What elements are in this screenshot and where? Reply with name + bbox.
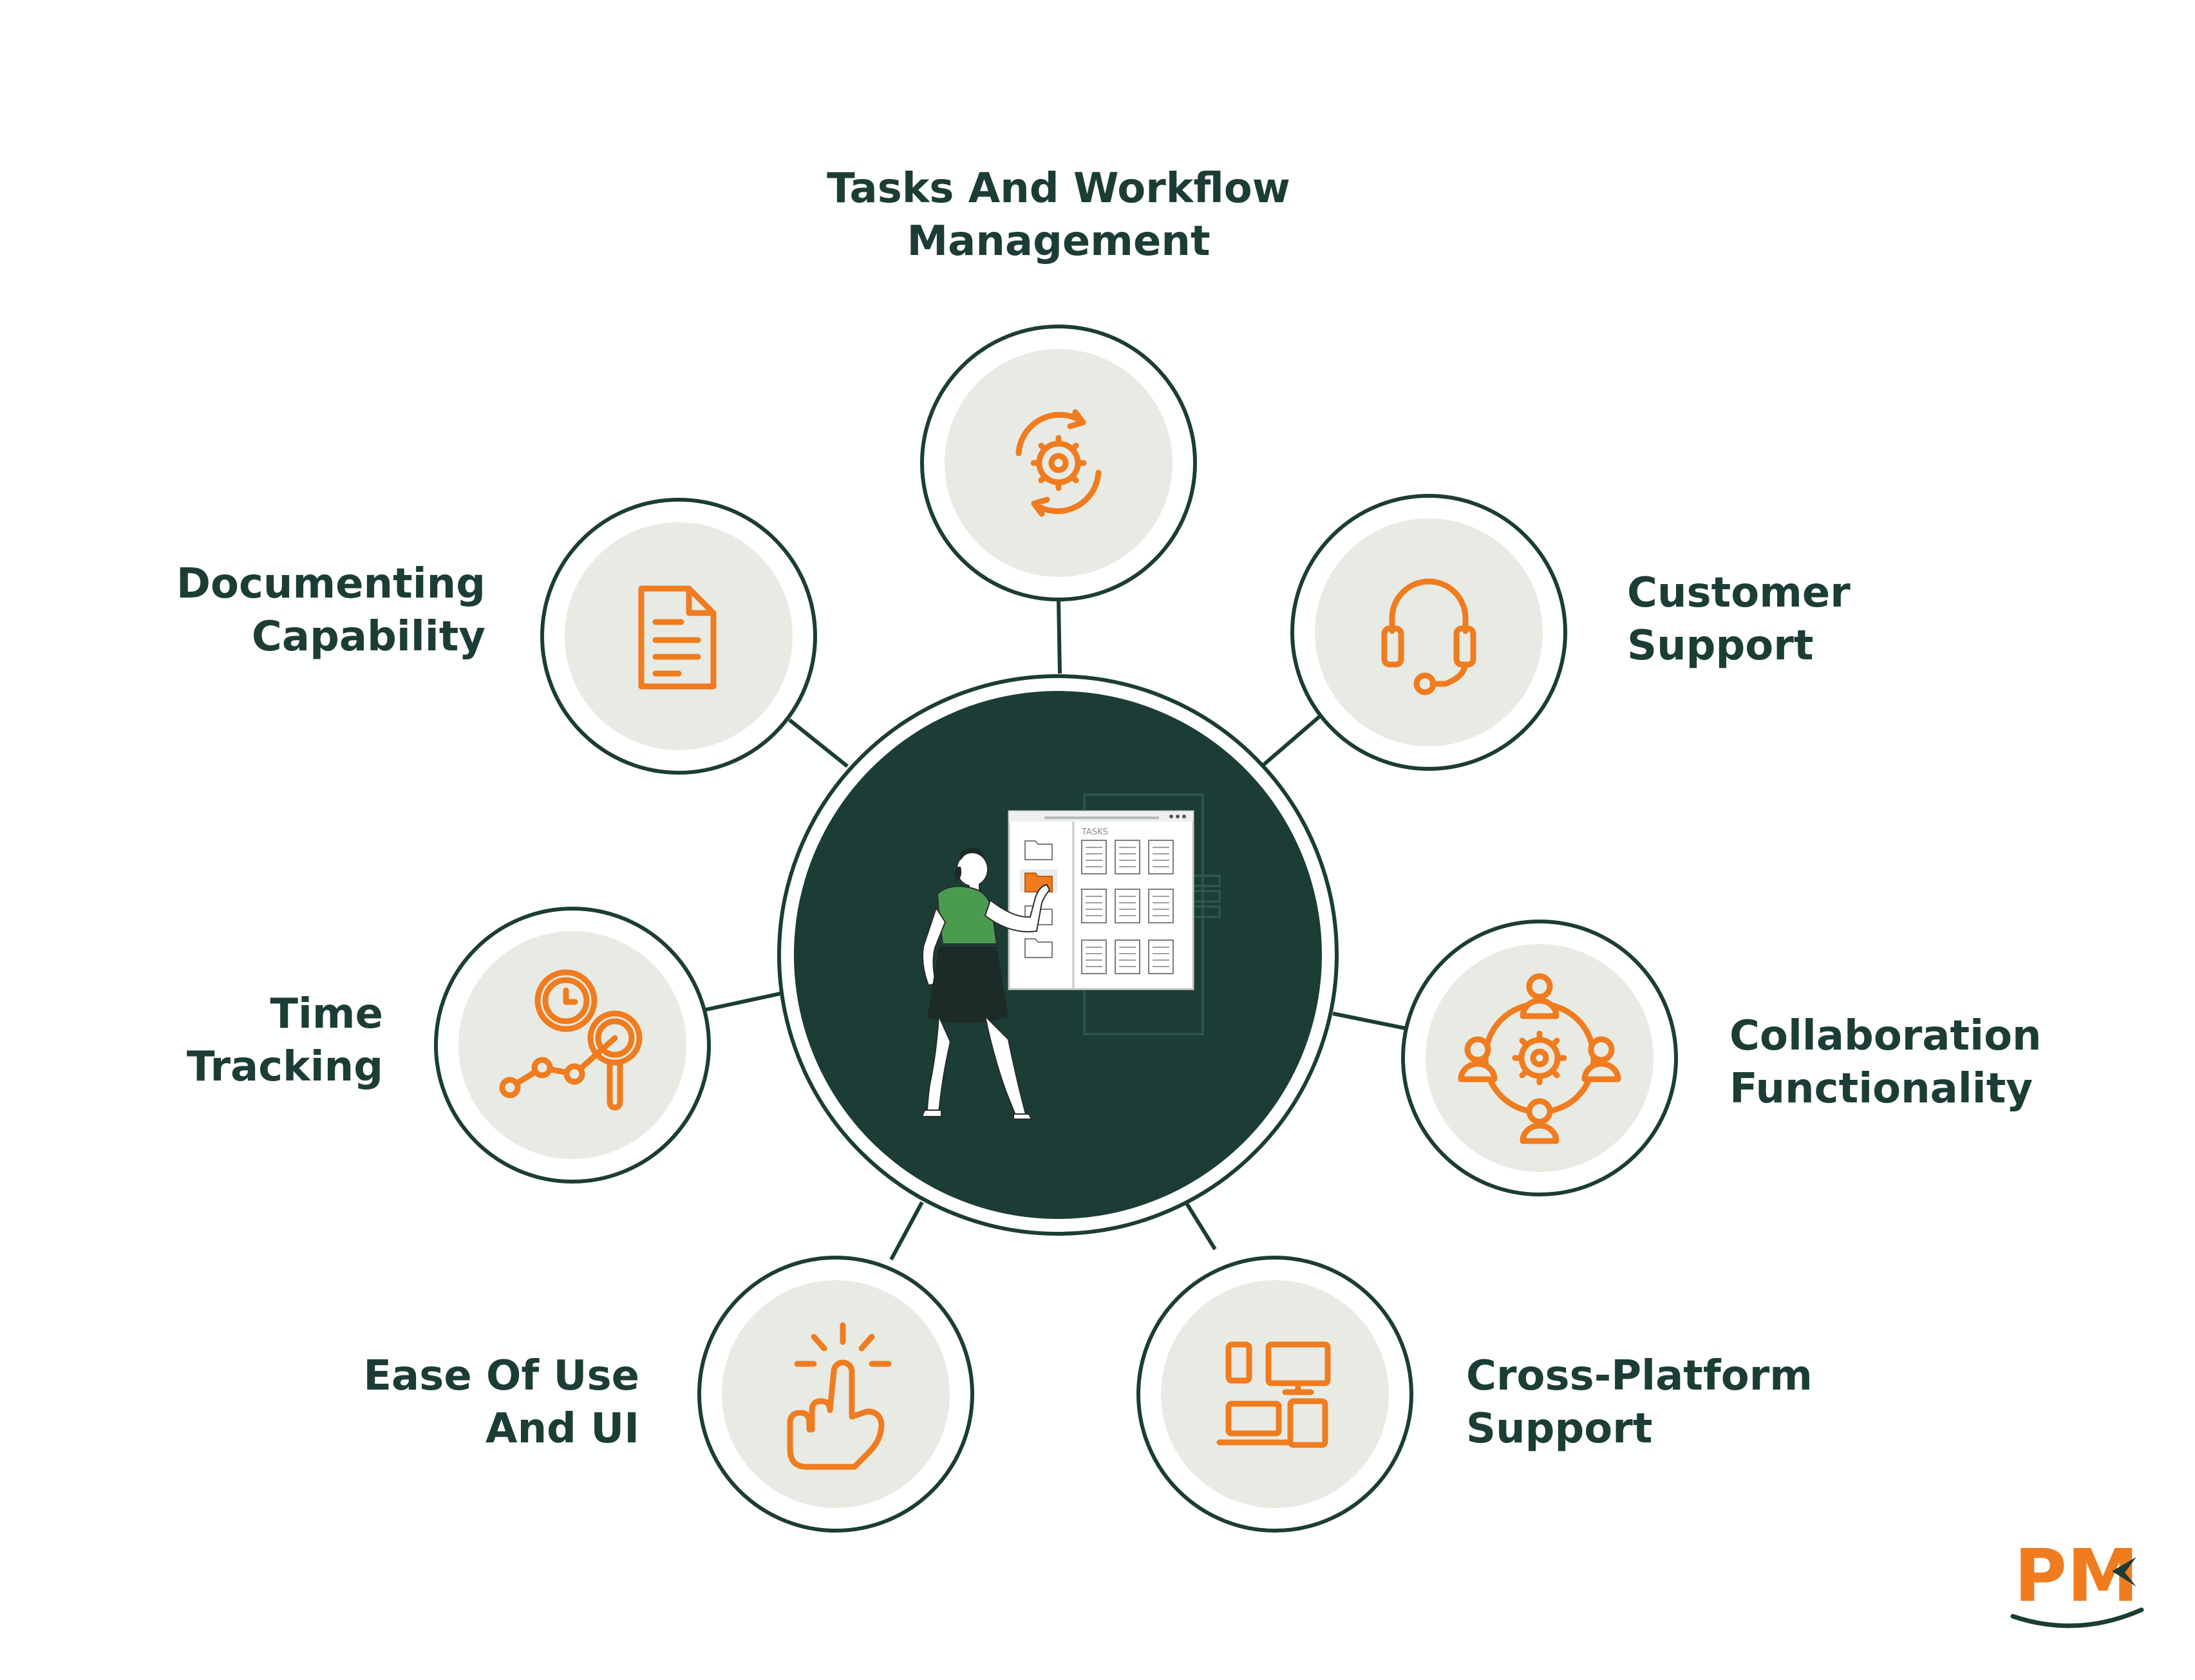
feature-node-collaboration xyxy=(1401,920,1678,1196)
clock-search-icon xyxy=(499,969,643,1111)
feature-node-ease-of-use xyxy=(697,1256,974,1533)
label-customer-support-line2: Support xyxy=(1627,622,1814,670)
feature-node-cross-platform xyxy=(1136,1256,1413,1533)
label-collaboration-line1: Collaboration xyxy=(1729,1012,2042,1060)
feature-node-documenting xyxy=(540,498,817,775)
feature-node-time-tracking xyxy=(434,907,711,1184)
label-tasks-line2: Management xyxy=(907,218,1211,265)
connectors xyxy=(705,599,1406,1261)
gear-cycle-icon xyxy=(1015,409,1102,517)
label-ease-of-use-line1: Ease Of Use xyxy=(363,1352,639,1400)
label-documenting: Documenting Capability xyxy=(99,558,485,663)
team-gear-icon xyxy=(1458,973,1621,1144)
feature-node-customer-support xyxy=(1290,494,1567,771)
label-collaboration: Collaboration Functionality xyxy=(1729,1010,2042,1115)
devices-icon xyxy=(1216,1341,1331,1448)
label-ease-of-use: Ease Of Use And UI xyxy=(317,1350,639,1455)
label-collaboration-line2: Functionality xyxy=(1729,1065,2033,1113)
pm-logo: PM xyxy=(2010,1534,2144,1628)
label-tasks-line1: Tasks And Workflow xyxy=(827,165,1290,212)
label-documenting-line2: Capability xyxy=(251,613,485,661)
logo-text: PM xyxy=(2014,1534,2139,1618)
label-time-tracking-line2: Tracking xyxy=(186,1043,383,1091)
label-time-tracking-line1: Time xyxy=(270,990,383,1038)
label-cross-platform-line1: Cross-Platform xyxy=(1466,1352,1813,1400)
label-customer-support-line1: Customer xyxy=(1627,569,1851,617)
label-tasks: Tasks And Workflow Management xyxy=(773,162,1344,268)
person-illustration xyxy=(921,847,1051,1120)
label-cross-platform-line2: Support xyxy=(1466,1405,1653,1453)
central-hub: TASKS xyxy=(777,674,1339,1236)
svg-text:TASKS: TASKS xyxy=(1081,827,1108,837)
label-cross-platform: Cross-Platform Support xyxy=(1466,1350,1813,1455)
headset-icon xyxy=(1381,578,1476,695)
document-icon xyxy=(638,585,717,690)
label-ease-of-use-line2: And UI xyxy=(485,1405,639,1453)
tap-finger-icon xyxy=(787,1322,892,1470)
label-customer-support: Customer Support xyxy=(1627,567,1851,672)
feature-node-tasks xyxy=(920,325,1197,601)
label-documenting-line1: Documenting xyxy=(176,560,485,608)
label-time-tracking: Time Tracking xyxy=(126,988,383,1093)
